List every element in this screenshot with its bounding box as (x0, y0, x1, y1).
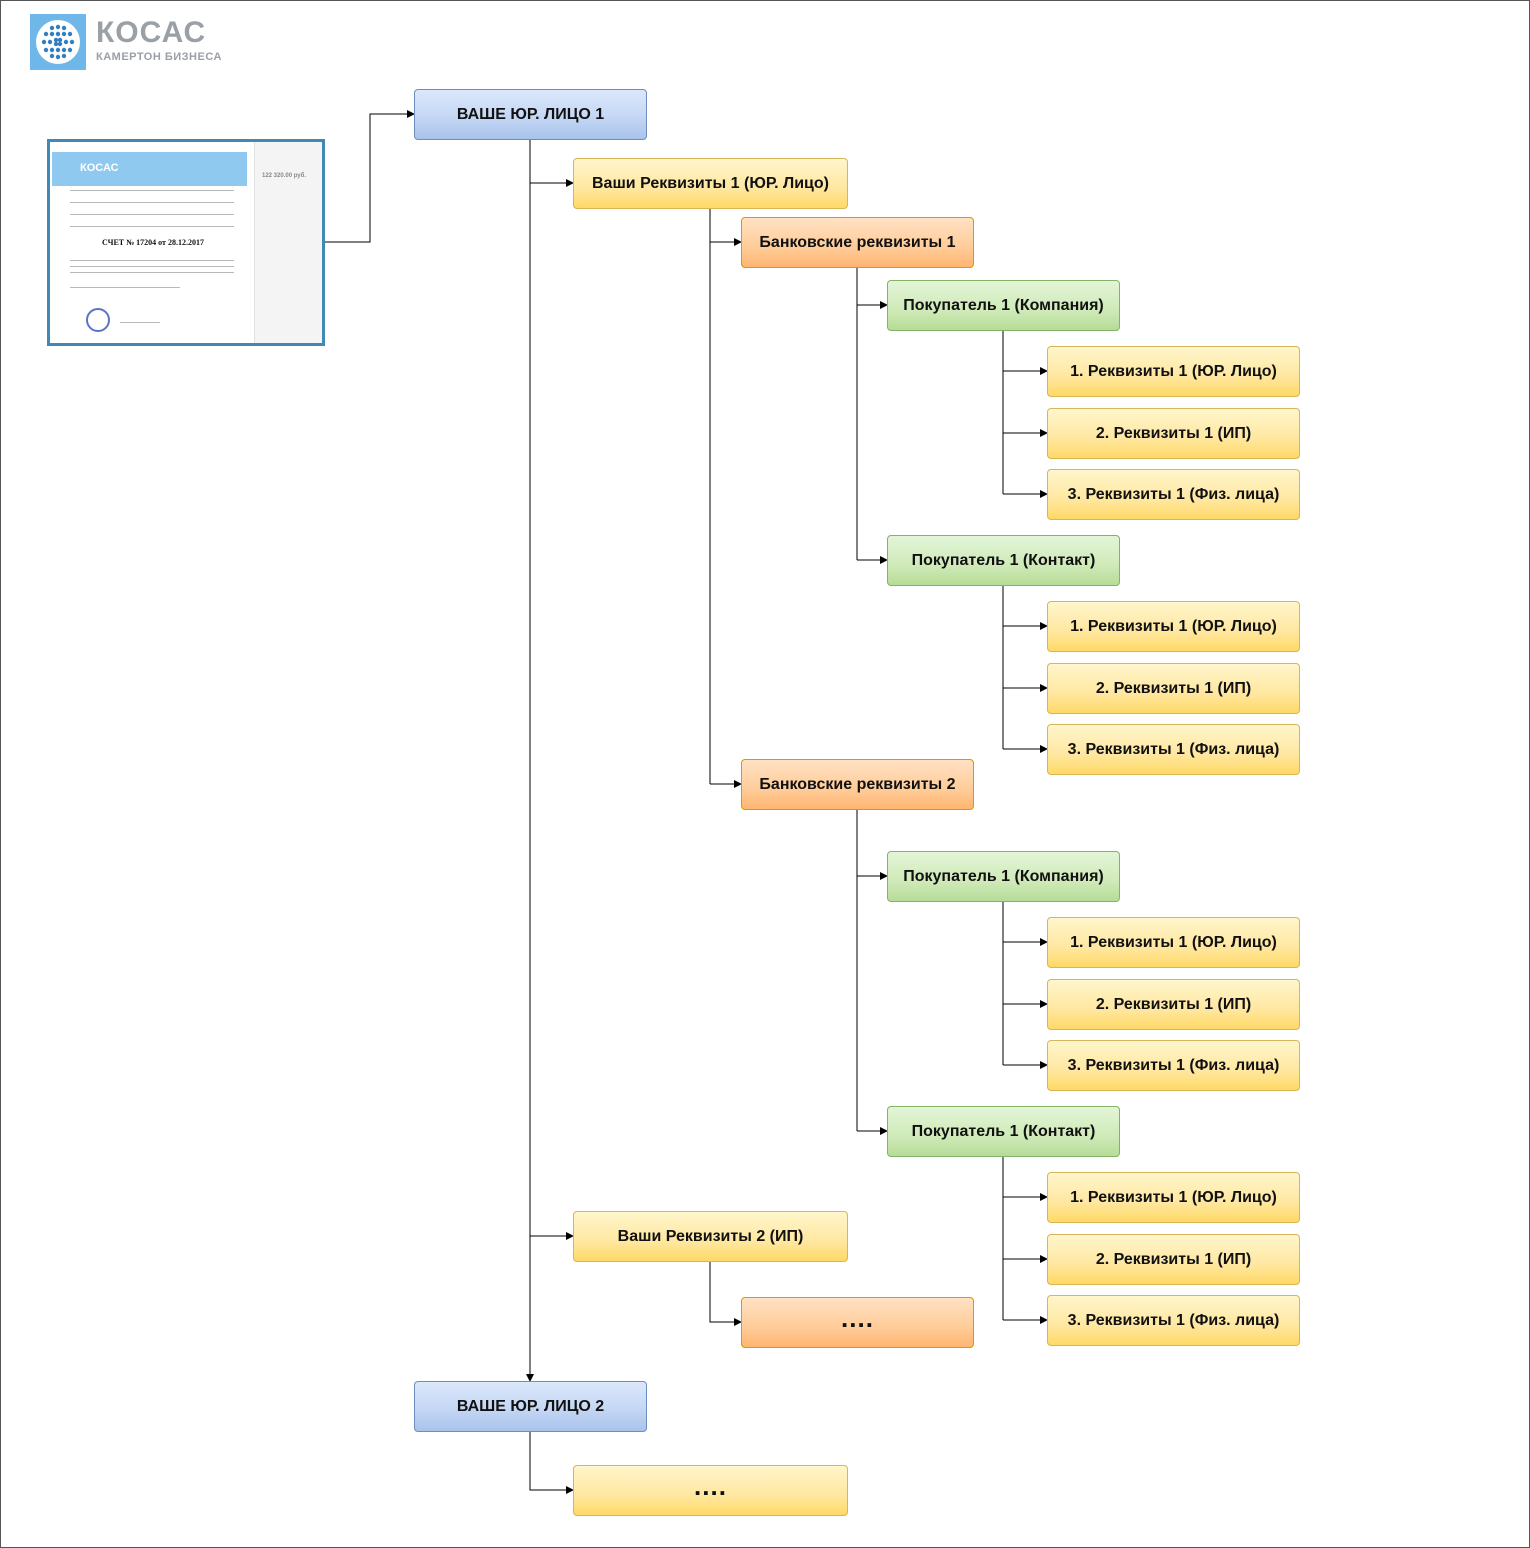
bank2-contact-requisite-3[interactable]: 3. Реквизиты 1 (Физ. лица) (1047, 1295, 1300, 1346)
bank-requisites-1-node[interactable]: Банковские реквизиты 1 (741, 217, 974, 268)
invoice-title: СЧЕТ № 17204 от 28.12.2017 (102, 238, 204, 247)
bank1-company-requisite-3[interactable]: 3. Реквизиты 1 (Физ. лица) (1047, 469, 1300, 520)
invoice-line (70, 266, 234, 267)
invoice-amount: 122 320.00 руб. (262, 173, 306, 179)
bank1-contact-requisite-3[interactable]: 3. Реквизиты 1 (Физ. лица) (1047, 724, 1300, 775)
logo-tagline: КАМЕРТОН БИЗНЕСА (96, 51, 222, 63)
bank2-buyer-company-node[interactable]: Покупатель 1 (Компания) (887, 851, 1120, 902)
invoice-header-band (52, 152, 247, 186)
invoice-line (70, 287, 180, 288)
bank2-company-requisite-1[interactable]: 1. Реквизиты 1 (ЮР. Лицо) (1047, 917, 1300, 968)
invoice-stamp-icon (86, 308, 110, 332)
bank2-contact-requisite-2[interactable]: 2. Реквизиты 1 (ИП) (1047, 1234, 1300, 1285)
requisites-2-node[interactable]: Ваши Реквизиты 2 (ИП) (573, 1211, 848, 1262)
invoice-thumbnail: КОСАС 122 320.00 руб. СЧЕТ № 17204 от 28… (47, 139, 325, 346)
bank1-buyer-company-node[interactable]: Покупатель 1 (Компания) (887, 280, 1120, 331)
legal-entity-1-node[interactable]: ВАШЕ ЮР. ЛИЦО 1 (414, 89, 647, 140)
requisites-2-more-node[interactable]: .... (741, 1297, 974, 1348)
logo-dots-icon (30, 14, 86, 70)
bank-requisites-2-node[interactable]: Банковские реквизиты 2 (741, 759, 974, 810)
invoice-brand: КОСАС (80, 162, 119, 174)
bank1-company-requisite-1[interactable]: 1. Реквизиты 1 (ЮР. Лицо) (1047, 346, 1300, 397)
invoice-line (70, 226, 234, 227)
invoice-line (70, 260, 234, 261)
bank2-contact-requisite-1[interactable]: 1. Реквизиты 1 (ЮР. Лицо) (1047, 1172, 1300, 1223)
legal-entity-2-node[interactable]: ВАШЕ ЮР. ЛИЦО 2 (414, 1381, 647, 1432)
invoice-line (70, 190, 234, 191)
bank1-contact-requisite-2[interactable]: 2. Реквизиты 1 (ИП) (1047, 663, 1300, 714)
invoice-signature-line (120, 322, 160, 323)
invoice-side-panel (254, 142, 322, 343)
invoice-line (70, 272, 234, 273)
bank1-company-requisite-2[interactable]: 2. Реквизиты 1 (ИП) (1047, 408, 1300, 459)
bank2-company-requisite-3[interactable]: 3. Реквизиты 1 (Физ. лица) (1047, 1040, 1300, 1091)
logo-wordmark: КОСАС (96, 16, 207, 49)
requisites-1-node[interactable]: Ваши Реквизиты 1 (ЮР. Лицо) (573, 158, 848, 209)
bank2-buyer-contact-node[interactable]: Покупатель 1 (Контакт) (887, 1106, 1120, 1157)
bank2-company-requisite-2[interactable]: 2. Реквизиты 1 (ИП) (1047, 979, 1300, 1030)
invoice-line (70, 202, 234, 203)
bank1-buyer-contact-node[interactable]: Покупатель 1 (Контакт) (887, 535, 1120, 586)
legal-entity-2-more-node[interactable]: .... (573, 1465, 848, 1516)
bank1-contact-requisite-1[interactable]: 1. Реквизиты 1 (ЮР. Лицо) (1047, 601, 1300, 652)
invoice-line (70, 214, 234, 215)
